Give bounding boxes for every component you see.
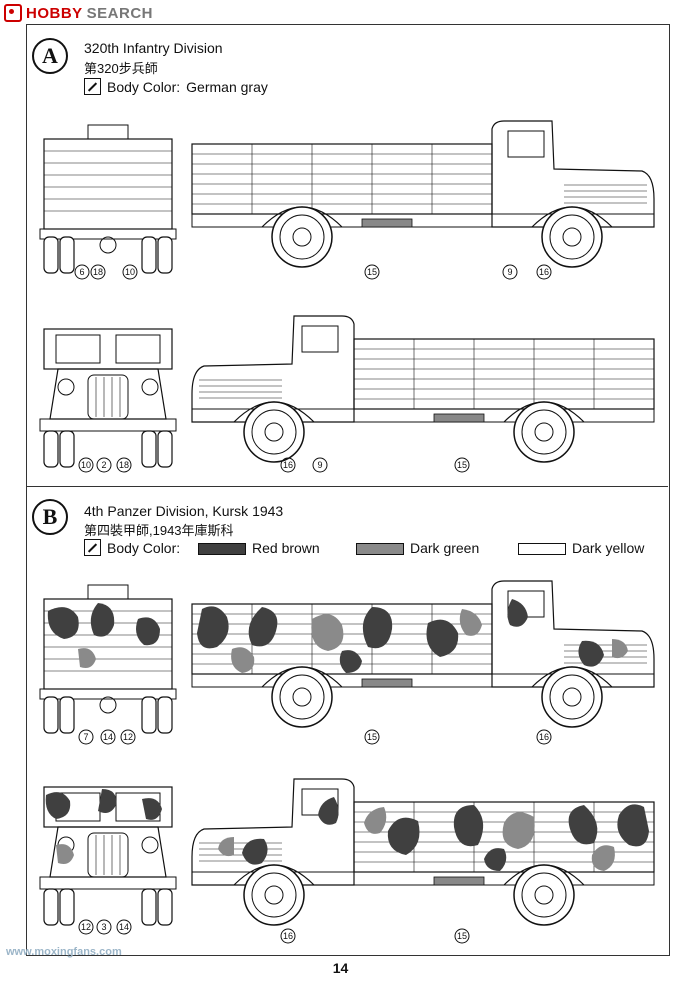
callout-b-side1-2: 16: [539, 732, 549, 742]
body-color-label: Body Color:: [107, 539, 181, 556]
callout-b-side2-2: 15: [457, 931, 467, 941]
instruction-page-frame: [26, 24, 670, 956]
legend-label-red-brown: Red brown: [252, 540, 320, 556]
section-b: B 4th Panzer Division, Kursk 1943 第四裝甲師,…: [26, 486, 668, 955]
paint-brush-icon: [84, 78, 101, 95]
callout-b-rear-2: 14: [103, 732, 113, 742]
callout-b-rear-1: 7: [83, 732, 88, 742]
callout-a-rear-2: 18: [93, 267, 103, 277]
callout-a-side2-3: 15: [457, 460, 467, 470]
paint-brush-icon: [84, 539, 101, 556]
callout-b-front-2: 3: [101, 922, 106, 932]
section-a-subtitle: 第320步兵師: [84, 61, 158, 76]
legend-label-dark-green: Dark green: [410, 540, 480, 556]
dark-green-swatch: [356, 543, 404, 556]
callout-b-rear-3: 12: [123, 732, 133, 742]
legend-dark-yellow: Dark yellow: [518, 540, 644, 556]
watermark-brand-1: HOBBY: [26, 4, 83, 22]
section-b-drawings: 7 14 12 15 16 12 3 14 16 15: [39, 580, 655, 944]
side1-camo-pattern: [197, 599, 628, 673]
front-camo-pattern: [45, 789, 162, 864]
rear-view-truck: [39, 124, 177, 274]
front-view-truck: [39, 328, 177, 468]
dark-yellow-swatch: [518, 543, 566, 556]
section-a: A 320th Infantry Division 第320步兵師 Body C…: [26, 24, 668, 486]
callout-b-side2-1: 16: [283, 931, 293, 941]
callout-a-side2-2: 9: [317, 460, 322, 470]
callout-a-side1-1: 15: [367, 267, 377, 277]
hobbysearch-watermark: HOBBY SEARCH: [4, 4, 153, 22]
watermark-brand-2: SEARCH: [86, 4, 154, 22]
section-a-badge: A: [32, 38, 68, 74]
page-number: 14: [332, 960, 349, 976]
rear-camo-pattern: [47, 603, 160, 668]
site-watermark: www.moxingfans.com: [6, 946, 122, 958]
legend-dark-green: Dark green: [356, 540, 479, 556]
side-view-truck-camo-left: [191, 778, 655, 926]
body-color-value: German gray: [186, 78, 268, 95]
callout-a-rear-3: 10: [125, 267, 135, 277]
section-b-subtitle: 第四裝甲師,1943年庫斯科: [84, 523, 234, 538]
legend-red-brown: Red brown: [198, 540, 320, 556]
callout-b-front-1: 12: [81, 922, 91, 932]
section-b-body-color: Body Color:: [84, 539, 180, 556]
body-color-label: Body Color:: [107, 78, 181, 95]
section-b-title: 4th Panzer Division, Kursk 1943: [84, 503, 284, 519]
section-a-drawings: 6 18 10 15 9 16 10 2 18 16 9 15: [39, 120, 655, 473]
callout-a-side2-1: 16: [283, 460, 293, 470]
section-a-body-color: Body Color: German gray: [84, 78, 268, 95]
callout-a-front-1: 10: [81, 460, 91, 470]
legend-label-dark-yellow: Dark yellow: [572, 540, 645, 556]
callout-a-side1-2: 9: [507, 267, 512, 277]
side-view-truck-left: [191, 315, 655, 463]
section-a-title: 320th Infantry Division: [84, 40, 223, 56]
hobbysearch-logo-icon: [4, 4, 22, 22]
callout-a-front-3: 18: [119, 460, 129, 470]
side-view-truck-right: [191, 120, 655, 268]
section-b-badge: B: [32, 499, 68, 535]
callout-a-side1-3: 16: [539, 267, 549, 277]
callout-b-front-3: 14: [119, 922, 129, 932]
callout-a-rear-1: 6: [79, 267, 84, 277]
callout-b-side1-1: 15: [367, 732, 377, 742]
callout-a-front-2: 2: [101, 460, 106, 470]
red-brown-swatch: [198, 543, 246, 556]
